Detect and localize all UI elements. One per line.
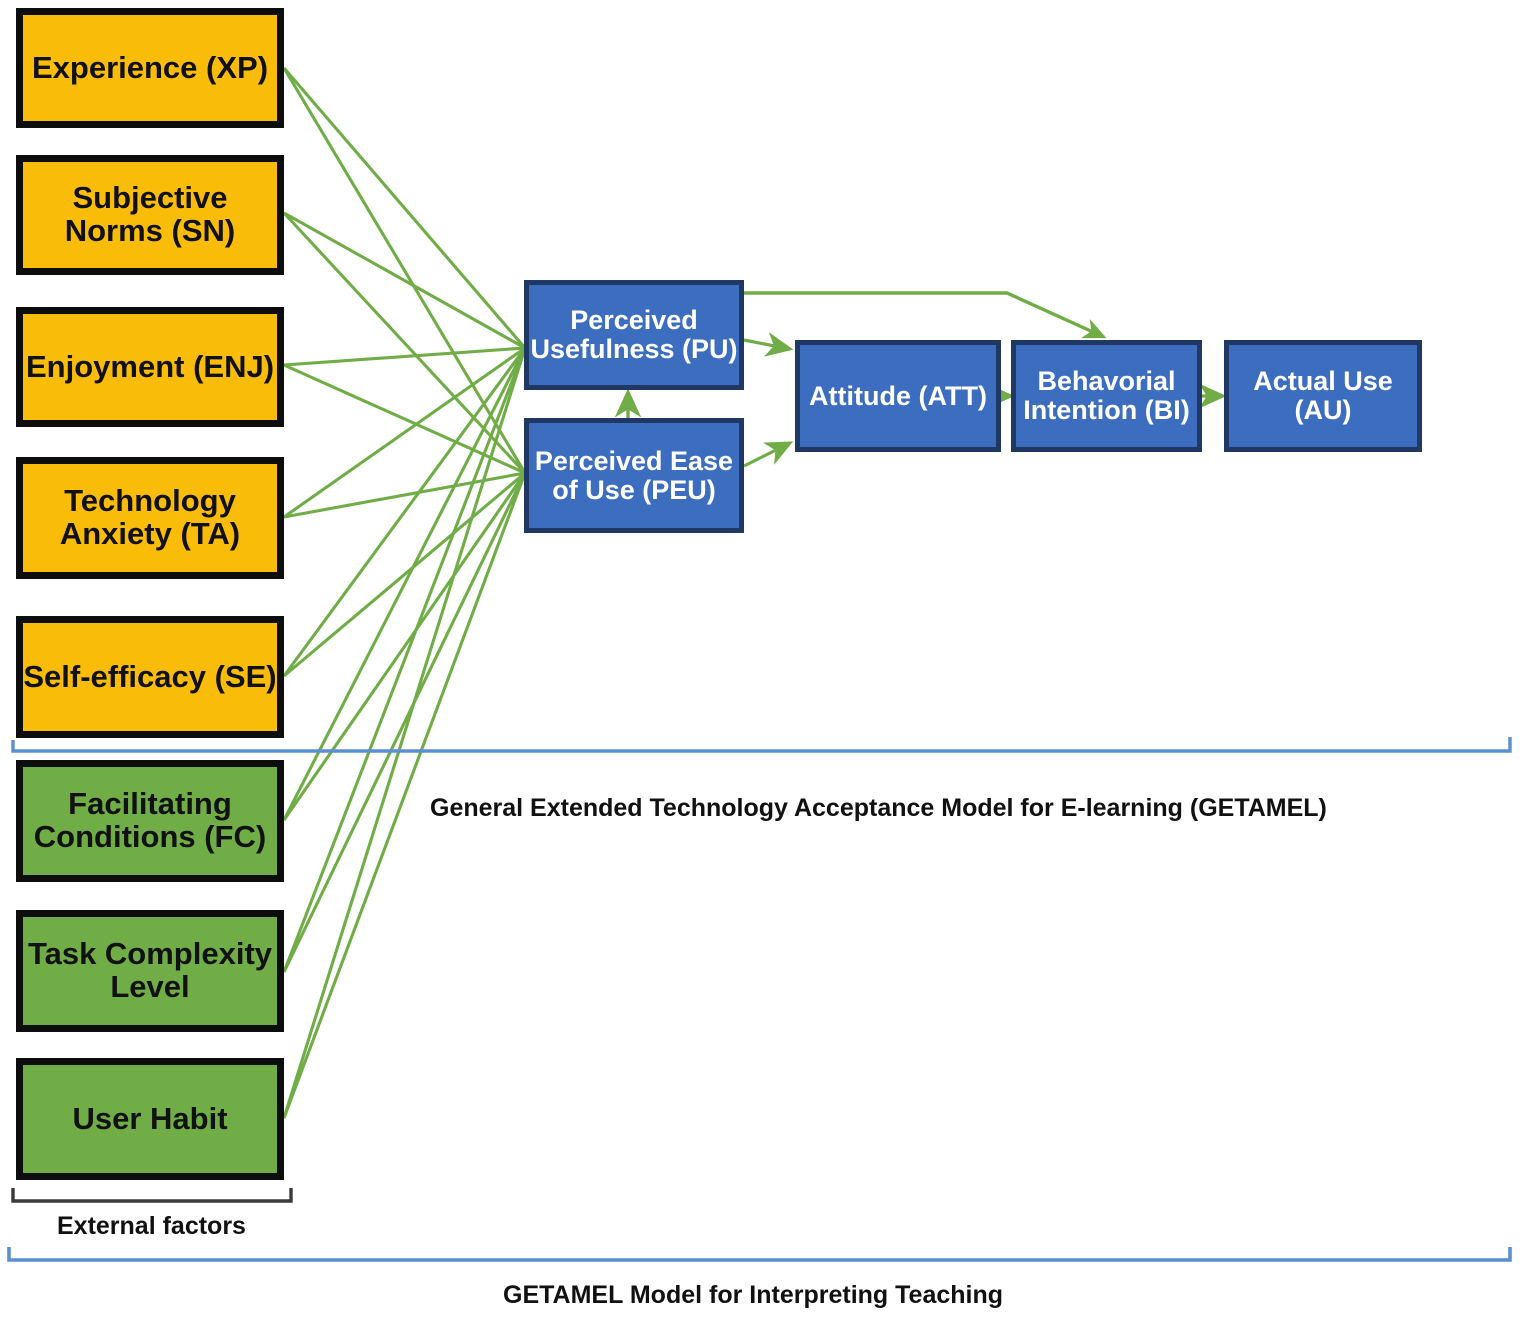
node-subjective-norms[interactable]: Subjective Norms (SN) xyxy=(16,155,284,275)
node-technology-anxiety-label: Technology Anxiety (TA) xyxy=(59,483,241,551)
node-perceived-ease-of-use-label: Perceived Ease of Use (PEU) xyxy=(534,445,734,505)
node-subjective-norms-label: Subjective Norms (SN) xyxy=(64,180,236,248)
external-to-pu-lines xyxy=(282,66,527,1119)
node-enjoyment-label: Enjoyment (ENJ) xyxy=(25,348,275,384)
arrow-peu-to-att xyxy=(743,441,794,468)
bracket-whole-model xyxy=(7,1247,1512,1262)
external-to-peu-lines xyxy=(282,67,527,1119)
arrow-pu-to-att xyxy=(743,332,794,357)
node-attitude-label: Attitude (ATT) xyxy=(809,380,987,411)
caption-external-factors: External factors xyxy=(57,1212,246,1240)
node-behavorial-intention[interactable]: Behavorial Intention (BI) xyxy=(1011,340,1202,452)
node-self-efficacy-label: Self-efficacy (SE) xyxy=(23,658,277,694)
node-facilitating-conditions-label: Facilitating Conditions (FC) xyxy=(33,786,267,854)
node-perceived-ease-of-use[interactable]: Perceived Ease of Use (PEU) xyxy=(524,418,744,533)
node-perceived-usefulness[interactable]: Perceived Usefulness (PU) xyxy=(524,280,744,390)
node-experience-label: Experience (XP) xyxy=(31,49,269,85)
node-technology-anxiety[interactable]: Technology Anxiety (TA) xyxy=(16,457,284,579)
caption-getamel-scope: General Extended Technology Acceptance M… xyxy=(430,794,1327,822)
bracket-getamel-scope xyxy=(11,737,1512,753)
node-task-complexity-level[interactable]: Task Complexity Level xyxy=(16,910,284,1032)
node-self-efficacy[interactable]: Self-efficacy (SE) xyxy=(16,616,284,738)
node-attitude[interactable]: Attitude (ATT) xyxy=(795,340,1001,452)
node-actual-use-label: Actual Use (AU) xyxy=(1253,366,1393,425)
node-user-habit-label: User Habit xyxy=(72,1100,228,1136)
caption-model-title: GETAMEL Model for Interpreting Teaching xyxy=(503,1281,1004,1309)
node-user-habit[interactable]: User Habit xyxy=(16,1058,284,1180)
node-facilitating-conditions[interactable]: Facilitating Conditions (FC) xyxy=(16,760,284,882)
arrow-pu-to-bi xyxy=(744,291,1107,339)
node-experience[interactable]: Experience (XP) xyxy=(16,8,284,128)
node-enjoyment[interactable]: Enjoyment (ENJ) xyxy=(16,307,284,427)
node-actual-use[interactable]: Actual Use (AU) xyxy=(1224,340,1422,452)
node-task-complexity-level-label: Task Complexity Level xyxy=(27,936,273,1004)
node-behavorial-intention-label: Behavorial Intention (BI) xyxy=(1023,366,1190,425)
node-perceived-usefulness-label: Perceived Usefulness (PU) xyxy=(530,305,738,364)
bracket-external-factors xyxy=(11,1188,293,1203)
